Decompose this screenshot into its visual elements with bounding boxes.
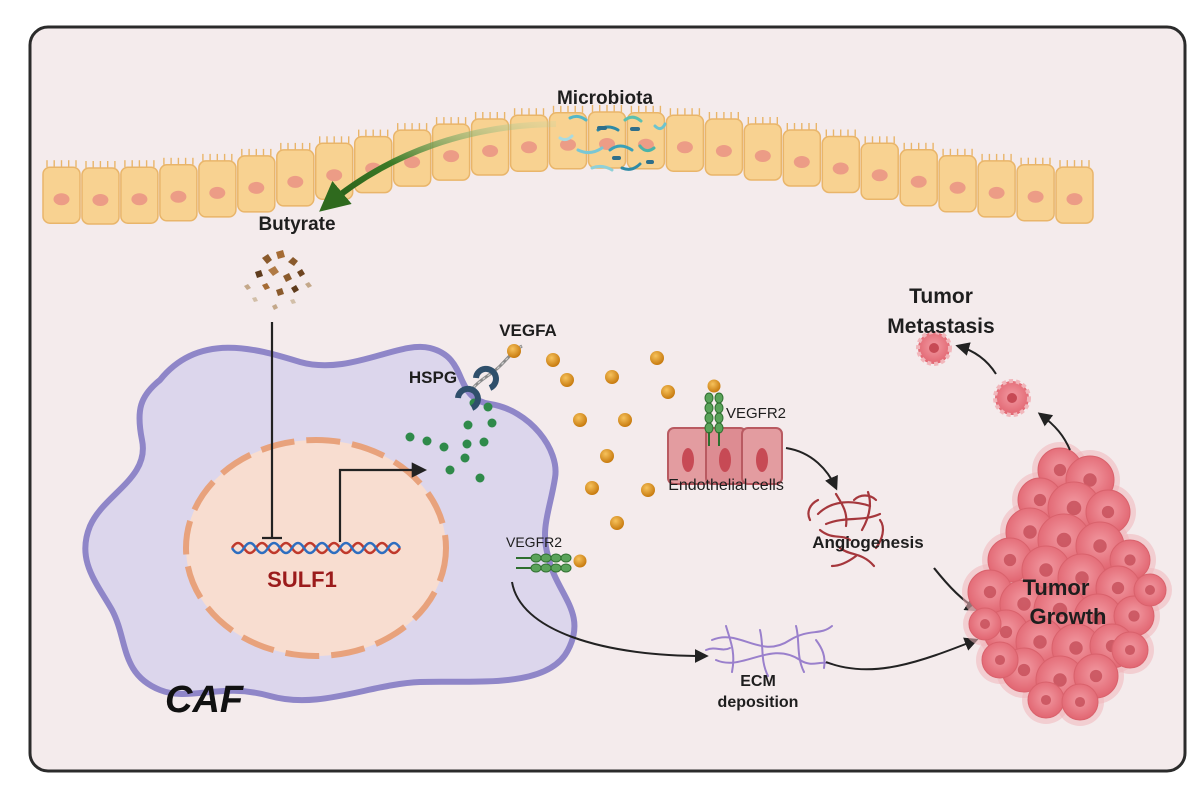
epithelial-nucleus [832, 162, 849, 175]
ecm-label-line2: deposition [718, 694, 799, 711]
butyrate-particles-icon [244, 250, 312, 310]
growth-label-line2: Growth [1030, 604, 1107, 629]
epithelial-nucleus [521, 141, 537, 154]
angiogenesis-label: Angiogenesis [812, 533, 923, 552]
caf-receptor-icon [516, 553, 587, 573]
butyrate-inhibition-line [262, 322, 282, 540]
epithelial-nucleus [92, 194, 109, 206]
tumor-cell-nucleus [1111, 581, 1125, 595]
epithelial-nucleus [170, 190, 187, 203]
epithelial-nucleus [131, 193, 148, 206]
epithelial-nucleus [287, 175, 304, 188]
epithelial-nucleus [326, 169, 343, 182]
hspg-label: HSPG [409, 368, 457, 387]
epithelial-nucleus [248, 181, 265, 194]
tumor-cell-nucleus [1124, 644, 1136, 656]
receptor-icon [704, 379, 724, 446]
tumor-cell-nucleus [1075, 571, 1089, 585]
tumor-cell-nucleus [1083, 473, 1097, 487]
epithelial-nucleus [676, 141, 693, 154]
growth-label-line1: Tumor [1023, 575, 1090, 600]
ecm-label-line1: ECM [740, 673, 776, 690]
tumor-cell-nucleus [1069, 641, 1083, 655]
endothelial-to-angiogenesis-arrow [785, 447, 838, 491]
butyrate-label: Butyrate [258, 214, 335, 235]
tumor-cell-nucleus [1039, 563, 1053, 577]
tumor-cell-nucleus [1003, 553, 1017, 567]
vegfa-ligands [507, 344, 675, 530]
dna-helix-icon [230, 541, 402, 555]
tumor-cell-nucleus [1101, 505, 1115, 519]
tumor-cell-nucleus [1033, 493, 1047, 507]
transcription-arrow [338, 462, 428, 542]
epithelial-nucleus [482, 145, 499, 157]
microbiota-label: Microbiota [557, 88, 653, 109]
epithelial-nucleus [988, 186, 1005, 199]
epithelial-nucleus [1066, 193, 1083, 206]
bacteria-icon [558, 114, 667, 172]
tumor-cell-nucleus [983, 585, 997, 599]
epithelial-nucleus [209, 186, 226, 199]
epithelial-nucleus [53, 193, 70, 206]
tumor-cell-nucleus [994, 654, 1006, 666]
vegfr2-caf-label: VEGFR2 [506, 534, 562, 550]
vegfa-label: VEGFA [499, 321, 557, 340]
epithelial-nucleus [443, 150, 460, 163]
tumor-cell-nucleus [1124, 554, 1136, 566]
sulf1-protein-dots [405, 398, 497, 483]
tumor-cell-nucleus [1089, 669, 1103, 683]
tumor-cell-nucleus [1023, 525, 1037, 539]
cell-to-metastasis-arrow [955, 342, 997, 375]
receptor-to-ecm-arrow [511, 581, 709, 663]
tumor-cell-nucleus [1053, 673, 1067, 687]
caf-label: CAF [165, 679, 245, 721]
tumor-cell-nucleus [1052, 602, 1068, 618]
metastasis-label-line2: Metastasis [887, 315, 994, 338]
epithelial-nucleus [871, 169, 888, 182]
epithelial-nucleus [910, 175, 927, 188]
tumor-cell-nucleus [1053, 463, 1067, 477]
microbiota-to-butyrate-arrow [319, 121, 557, 212]
ecm-to-growth-arrow [825, 637, 979, 671]
tumor-cell-nucleus [1017, 597, 1031, 611]
epithelium-layer [42, 105, 1094, 225]
tumor-cell-nucleus [1017, 663, 1031, 677]
tumor-cell-nucleus [1040, 694, 1052, 706]
tumor-cell-nucleus [1074, 696, 1086, 708]
epithelial-nucleus [754, 150, 771, 162]
vessel-network-icon [807, 490, 885, 568]
epithelial-nucleus [949, 181, 966, 194]
endothelial-cells [667, 427, 783, 485]
tumor-cell-nucleus [1056, 532, 1072, 548]
ecm-fiber-icon [705, 625, 833, 677]
metastatic-cells [916, 330, 1031, 417]
tumor-cell-nucleus [999, 625, 1013, 639]
metastasis-label-line1: Tumor [909, 285, 973, 308]
tumor-cell-nucleus [1066, 500, 1082, 516]
epithelial-nucleus [1027, 190, 1044, 203]
nuclear-envelope [183, 437, 449, 659]
epithelial-nucleus [715, 145, 732, 157]
epithelial-nucleus [560, 138, 576, 151]
epithelial-nucleus [793, 156, 810, 168]
sulf1-label: SULF1 [267, 567, 337, 592]
tumor-cell-icon [962, 442, 1172, 726]
tumor-cell-nucleus [1093, 539, 1107, 553]
vegfr2-endothelial-label: VEGFR2 [726, 405, 786, 422]
tumor-cell-nucleus [1128, 610, 1140, 622]
endothelial-cells-label: Endothelial cells [668, 477, 784, 494]
growth-to-cell-arrow [1037, 412, 1071, 451]
tumor-cell-nucleus [980, 619, 990, 629]
tumor-cell-nucleus [1145, 585, 1155, 595]
tumor-cell-nucleus [1091, 611, 1105, 625]
epithelial-nucleus [404, 156, 421, 169]
tumor-cell-nucleus [1033, 635, 1047, 649]
